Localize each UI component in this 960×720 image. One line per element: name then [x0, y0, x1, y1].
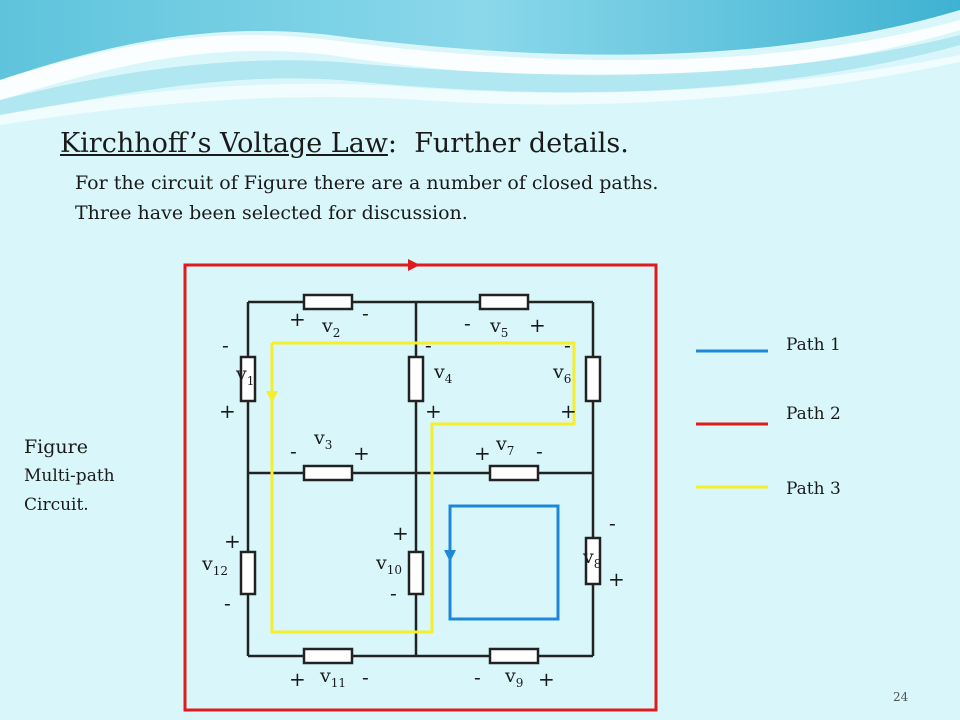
figure-caption-line-1: Multi-path [24, 466, 115, 486]
v10-pos-sign: + [392, 521, 409, 545]
v5-pos-sign: + [529, 313, 546, 337]
resistor-v1 [239, 355, 257, 403]
label-v3: v3 [313, 427, 332, 452]
resistor-v6 [584, 355, 602, 403]
legend-label-path-2: Path 2 [786, 404, 841, 424]
label-v8: v8 [582, 546, 601, 571]
title-separator: : [387, 128, 398, 159]
v6-pos-sign: + [560, 399, 577, 423]
label-v1: v1 [235, 363, 254, 388]
figure-caption-line-2: Circuit. [24, 495, 89, 515]
legend-label-path-1: Path 1 [786, 335, 841, 355]
label-v10: v10 [375, 552, 402, 577]
label-v5: v5 [489, 315, 508, 340]
title-rest: Further details. [414, 128, 629, 159]
subtitle-line-1: For the circuit of Figure there are a nu… [75, 172, 659, 194]
v7-pos-sign: + [474, 441, 491, 465]
v2-neg-sign: - [362, 301, 369, 325]
legend-label-path-3: Path 3 [786, 479, 841, 499]
v4-pos-sign: + [425, 399, 442, 423]
v8-pos-sign: + [608, 567, 625, 591]
v9-pos-sign: + [538, 667, 555, 691]
v8-neg-sign: - [609, 511, 616, 535]
v5-neg-sign: - [464, 311, 471, 335]
resistor-v2 [302, 293, 354, 311]
figure-caption-title: Figure [24, 436, 88, 458]
slide-title: Kirchhoff’s Voltage Law: Further details… [60, 128, 629, 159]
label-v11: v11 [319, 665, 346, 690]
v9-neg-sign: - [474, 665, 481, 689]
path-3-arrow [266, 391, 278, 403]
v12-neg-sign: - [224, 591, 231, 615]
path-1-loop [448, 504, 560, 621]
v4-neg-sign: - [425, 333, 432, 357]
resistor-v5 [478, 293, 530, 311]
v3-neg-sign: - [290, 439, 297, 463]
label-v7: v7 [495, 433, 514, 458]
resistor-v11 [302, 647, 354, 665]
path-2-loop [183, 259, 658, 712]
label-v2: v2 [321, 315, 340, 340]
v12-pos-sign: + [224, 529, 241, 553]
v11-pos-sign: + [289, 667, 306, 691]
resistor-v8 [584, 536, 602, 586]
v6-neg-sign: - [564, 333, 571, 357]
v1-pos-sign: + [219, 399, 236, 423]
label-v6: v6 [552, 361, 571, 386]
v11-neg-sign: - [362, 665, 369, 689]
resistor-v10 [407, 550, 425, 596]
polarity-signs: - + + - - + - + - + - + + - - + - + + - … [219, 301, 625, 691]
legend: Path 1 Path 2 Path 3 [696, 335, 841, 499]
subtitle-line-2: Three have been selected for discussion. [75, 202, 468, 224]
resistor-v4 [407, 355, 425, 403]
path-2-arrow [408, 259, 420, 271]
v10-neg-sign: - [390, 581, 397, 605]
resistor-v9 [488, 647, 540, 665]
slide-number: 24 [893, 690, 909, 704]
resistors [239, 293, 602, 665]
label-v9: v9 [504, 665, 523, 690]
resistor-v12 [239, 550, 257, 596]
title-main: Kirchhoff’s Voltage Law [60, 128, 388, 159]
resistor-v3 [302, 464, 354, 482]
v3-pos-sign: + [353, 441, 370, 465]
v2-pos-sign: + [289, 307, 306, 331]
label-v12: v12 [201, 553, 228, 578]
resistor-v7 [488, 464, 540, 482]
v1-neg-sign: - [222, 333, 229, 357]
v7-neg-sign: - [536, 439, 543, 463]
path-3-loop [270, 341, 576, 634]
path-1-arrow [444, 550, 456, 562]
circuit-wires [246, 300, 595, 658]
label-v4: v4 [433, 361, 453, 386]
